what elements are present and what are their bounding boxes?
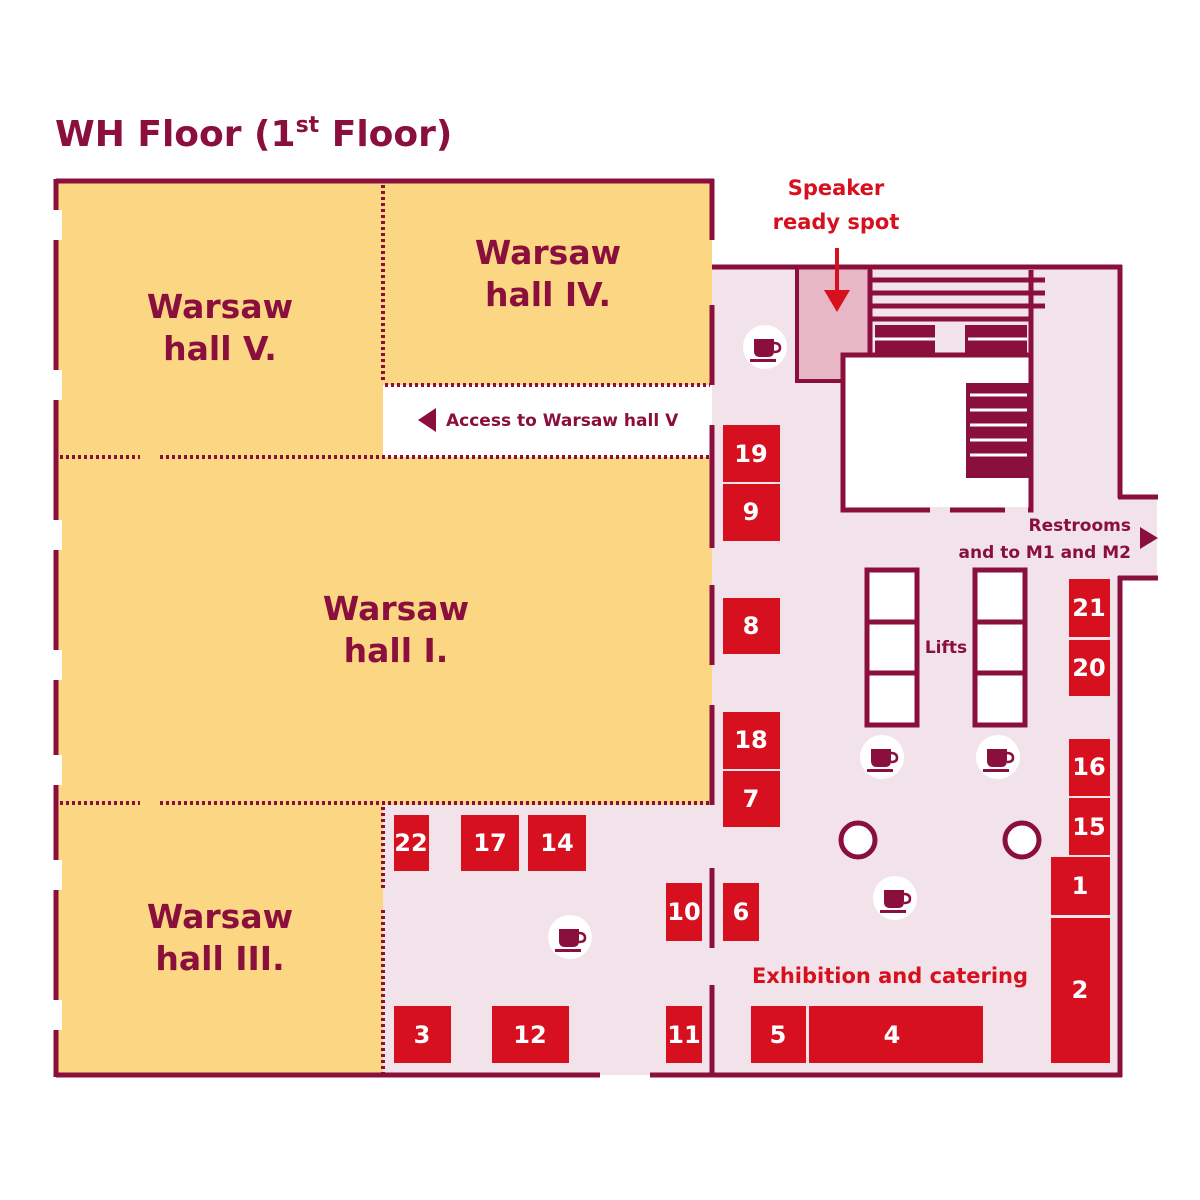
booth-7[interactable]: 7 — [723, 771, 780, 827]
svg-text:5: 5 — [770, 1021, 787, 1049]
svg-text:8: 8 — [743, 612, 760, 640]
lifts — [864, 567, 1028, 728]
booth-12[interactable]: 12 — [492, 1006, 569, 1063]
svg-text:15: 15 — [1072, 813, 1105, 841]
access-corridor — [383, 385, 712, 457]
svg-text:18: 18 — [734, 726, 767, 754]
exhibition-catering-label: Exhibition and catering — [752, 964, 1028, 988]
booth-4[interactable]: 4 — [809, 1006, 983, 1063]
svg-text:2: 2 — [1072, 976, 1089, 1004]
svg-text:14: 14 — [540, 829, 573, 857]
coffee-cup-icon — [871, 874, 919, 922]
booth-14[interactable]: 14 — [528, 815, 586, 871]
booth-21[interactable]: 21 — [1069, 579, 1110, 637]
booth-10[interactable]: 10 — [666, 883, 702, 941]
booth-9[interactable]: 9 — [723, 484, 780, 541]
arrow-icon — [418, 408, 436, 432]
booth-11[interactable]: 11 — [666, 1006, 702, 1063]
booth-17[interactable]: 17 — [461, 815, 519, 871]
booth-3[interactable]: 3 — [394, 1006, 451, 1063]
booth-20[interactable]: 20 — [1069, 640, 1110, 696]
pillar-icon — [838, 820, 878, 860]
svg-text:7: 7 — [743, 785, 760, 813]
lifts-label: Lifts — [925, 638, 967, 658]
svg-text:1: 1 — [1072, 872, 1089, 900]
booth-8[interactable]: 8 — [723, 598, 780, 654]
svg-text:10: 10 — [667, 898, 700, 926]
booth-5[interactable]: 5 — [751, 1006, 806, 1063]
booth-16[interactable]: 16 — [1069, 739, 1110, 796]
svg-text:12: 12 — [513, 1021, 546, 1049]
pillar-icon — [1002, 820, 1042, 860]
booth-22[interactable]: 22 — [394, 815, 429, 871]
svg-text:4: 4 — [884, 1021, 901, 1049]
svg-text:19: 19 — [734, 440, 767, 468]
left-wall-breaks — [50, 210, 62, 1030]
stairs-block — [840, 270, 1045, 513]
hall-iii-area — [58, 805, 383, 1075]
coffee-cup-icon — [974, 733, 1022, 781]
coffee-cup-icon — [858, 733, 906, 781]
coffee-cup-icon — [741, 323, 789, 371]
booth-19[interactable]: 19 — [723, 425, 780, 482]
booth-1[interactable]: 1 — [1051, 857, 1110, 915]
hall-iv-area — [383, 183, 712, 385]
booths: 19 9 8 18 7 22 17 14 10 6 3 12 11 5 4 21… — [394, 425, 1110, 1063]
coffee-cup-icon — [546, 913, 594, 961]
access-hall-v-label: Access to Warsaw hall V — [446, 411, 679, 431]
walls — [53, 178, 1158, 1078]
svg-text:6: 6 — [733, 898, 750, 926]
hall-i-area — [58, 457, 712, 805]
booth-2[interactable]: 2 — [1051, 918, 1110, 1063]
svg-text:21: 21 — [1072, 594, 1105, 622]
svg-text:3: 3 — [414, 1021, 431, 1049]
arrow-icon — [1140, 527, 1158, 549]
booth-15[interactable]: 15 — [1069, 798, 1110, 855]
svg-text:20: 20 — [1072, 654, 1105, 682]
booth-6[interactable]: 6 — [723, 883, 759, 941]
svg-text:17: 17 — [473, 829, 506, 857]
svg-text:16: 16 — [1072, 753, 1105, 781]
page-title: WH Floor (1st Floor) — [55, 113, 452, 155]
svg-text:22: 22 — [394, 829, 427, 857]
hall-v-area — [58, 183, 383, 457]
booth-18[interactable]: 18 — [723, 712, 780, 769]
svg-text:11: 11 — [667, 1021, 700, 1049]
arrow-icon — [824, 248, 850, 312]
svg-text:9: 9 — [743, 498, 760, 526]
partitions — [60, 185, 710, 1073]
